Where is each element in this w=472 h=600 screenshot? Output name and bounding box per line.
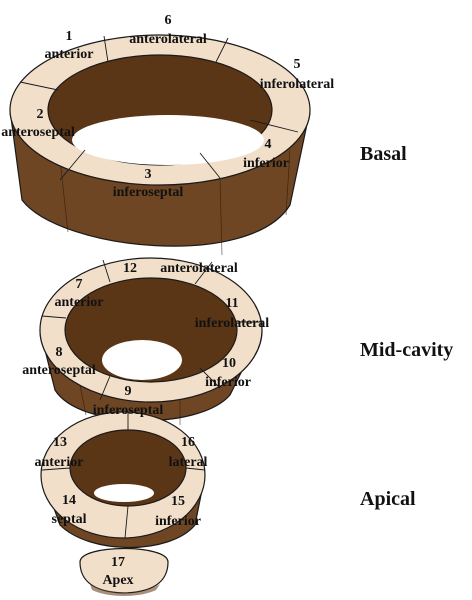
mid-ring bbox=[40, 258, 262, 425]
seg-11-number: 11 bbox=[225, 296, 238, 311]
seg-12-name: anterolateral bbox=[160, 261, 238, 276]
seg-7-number: 7 bbox=[76, 277, 83, 292]
seg-4-name: inferior bbox=[243, 156, 289, 171]
seg-16-name: lateral bbox=[169, 455, 208, 470]
seg-5-name: inferolateral bbox=[260, 77, 334, 92]
seg-2-name: anteroseptal bbox=[1, 125, 75, 140]
seg-6-number: 6 bbox=[165, 13, 172, 28]
basal-cavity bbox=[72, 115, 264, 165]
seg-2-number: 2 bbox=[37, 107, 44, 122]
seg-13-name: anterior bbox=[35, 455, 84, 470]
seg-14-name: septal bbox=[52, 512, 87, 527]
section-label-basal: Basal bbox=[360, 143, 407, 165]
seg-10-number: 10 bbox=[222, 356, 236, 371]
section-label-apical: Apical bbox=[360, 488, 416, 510]
mid-cavity bbox=[102, 340, 182, 380]
seg-14-number: 14 bbox=[62, 493, 76, 508]
seg-7-name: anterior bbox=[55, 295, 104, 310]
apical-cavity bbox=[94, 484, 154, 502]
seg-5-number: 5 bbox=[294, 57, 301, 72]
seg-15-name: inferior bbox=[155, 514, 201, 529]
seg-3-name: inferoseptal bbox=[113, 185, 184, 200]
seg-17-number: 17 bbox=[111, 555, 125, 570]
seg-9-number: 9 bbox=[125, 384, 132, 399]
seg-16-number: 16 bbox=[181, 435, 195, 450]
seg-8-number: 8 bbox=[56, 345, 63, 360]
seg-10-name: inferior bbox=[205, 375, 251, 390]
seg-3-number: 3 bbox=[145, 167, 152, 182]
section-label-mid-cavity: Mid-cavity bbox=[360, 339, 453, 361]
seg-11-name: inferolateral bbox=[195, 316, 269, 331]
seg-8-name: anteroseptal bbox=[22, 363, 96, 378]
seg-1-number: 1 bbox=[66, 29, 73, 44]
seg-1-name: anterior bbox=[45, 47, 94, 62]
seg-9-name: inferoseptal bbox=[93, 403, 164, 418]
seg-15-number: 15 bbox=[171, 494, 185, 509]
seg-4-number: 4 bbox=[265, 137, 272, 152]
seg-13-number: 13 bbox=[53, 435, 67, 450]
seg-6-name: anterolateral bbox=[129, 32, 207, 47]
seg-12-number: 12 bbox=[123, 261, 137, 276]
seg-17-name: Apex bbox=[102, 573, 133, 588]
